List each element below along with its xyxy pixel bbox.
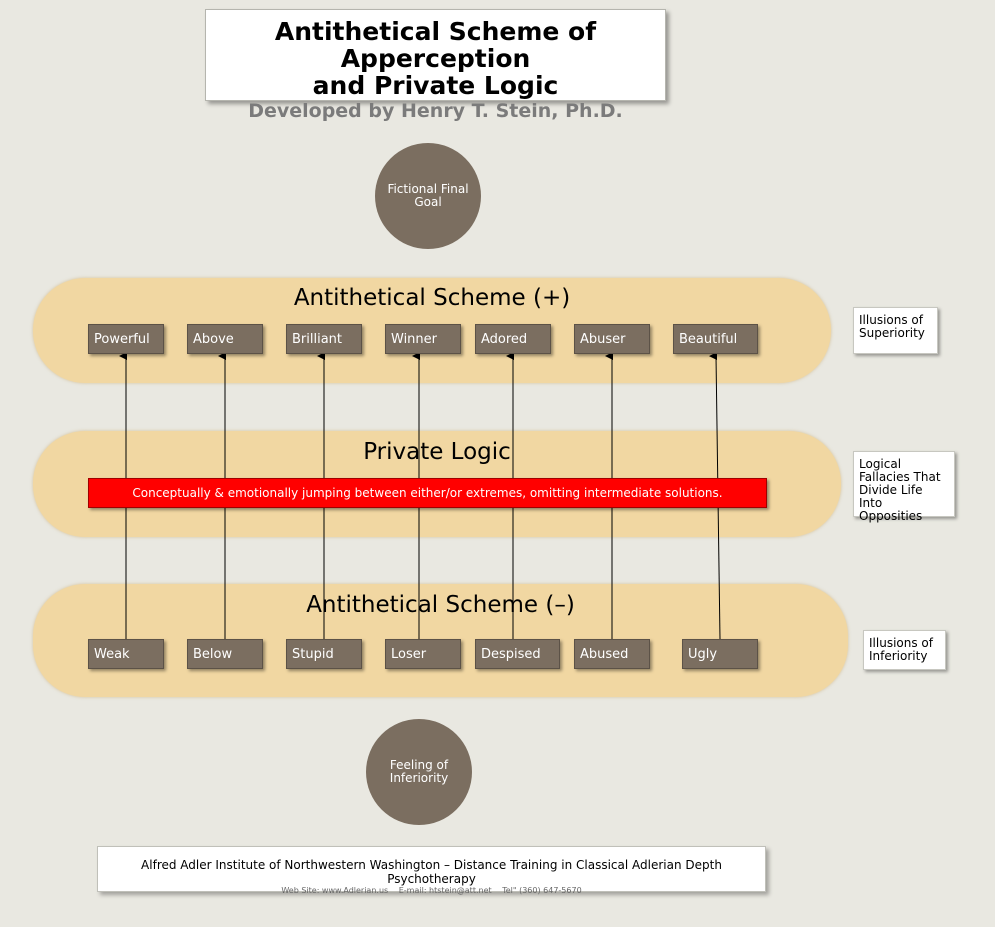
footer-email[interactable]: E-mail: htstein@att.net: [398, 886, 492, 895]
node-powerful: Powerful: [88, 324, 164, 354]
title-line-1: Antithetical Scheme of Apperception: [274, 17, 597, 73]
side-label-superiority: Illusions of Superiority: [853, 307, 938, 354]
footer-institute: Alfred Adler Institute of Northwestern W…: [141, 858, 722, 886]
node-weak: Weak: [88, 639, 164, 669]
footer-contact: Web Site: www.Adlerian.us E-mail: htstei…: [98, 886, 765, 896]
footer-tel: Tel" (360) 647-5670: [502, 886, 582, 895]
node-below: Below: [187, 639, 263, 669]
node-beautiful: Beautiful: [673, 324, 758, 354]
node-brilliant: Brilliant: [286, 324, 362, 354]
node-stupid: Stupid: [286, 639, 362, 669]
inferiority-circle-line-1: Feeling of: [389, 758, 449, 772]
inferiority-circle-line-2: Inferiority: [389, 771, 449, 785]
node-loser: Loser: [385, 639, 461, 669]
goal-line-2: Goal: [414, 195, 442, 209]
fallacies-line-2: Fallacies That: [859, 470, 941, 484]
node-ugly: Ugly: [682, 639, 758, 669]
subtitle: Developed by Henry T. Stein, Ph.D.: [248, 100, 623, 122]
node-abuser: Abuser: [574, 324, 650, 354]
goal-line-1: Fictional Final: [387, 182, 469, 196]
inferiority-line-1: Illusions of: [869, 636, 933, 650]
fallacies-line-4: Opposities: [859, 509, 923, 523]
title-box: Antithetical Scheme of Apperception and …: [205, 9, 666, 122]
footer-box: Alfred Adler Institute of Northwestern W…: [97, 846, 766, 895]
private-logic-bar: Conceptually & emotionally jumping betwe…: [88, 478, 767, 508]
superiority-line-1: Illusions of: [859, 313, 923, 327]
fallacies-line-1: Logical: [859, 457, 902, 471]
node-winner: Winner: [385, 324, 461, 354]
node-adored: Adored: [475, 324, 551, 354]
band-logic-title: Private Logic: [363, 439, 511, 465]
superiority-line-2: Superiority: [859, 326, 925, 340]
side-label-fallacies: Logical Fallacies That Divide Life Into …: [853, 451, 955, 523]
fallacies-line-3: Divide Life Into: [859, 483, 923, 510]
node-abused: Abused: [574, 639, 650, 669]
band-positive-title: Antithetical Scheme (+): [293, 285, 571, 311]
node-despised: Despised: [475, 639, 560, 669]
title-line-2: and Private Logic: [312, 71, 559, 100]
side-label-inferiority: Illusions of Inferiority: [863, 630, 946, 670]
node-above: Above: [187, 324, 263, 354]
footer-website[interactable]: Web Site: www.Adlerian.us: [281, 886, 389, 895]
feeling-of-inferiority-circle: Feeling of Inferiority: [366, 719, 472, 825]
inferiority-line-2: Inferiority: [869, 649, 928, 663]
band-negative-title: Antithetical Scheme (–): [306, 592, 575, 618]
fictional-final-goal-circle: Fictional Final Goal: [375, 143, 481, 249]
